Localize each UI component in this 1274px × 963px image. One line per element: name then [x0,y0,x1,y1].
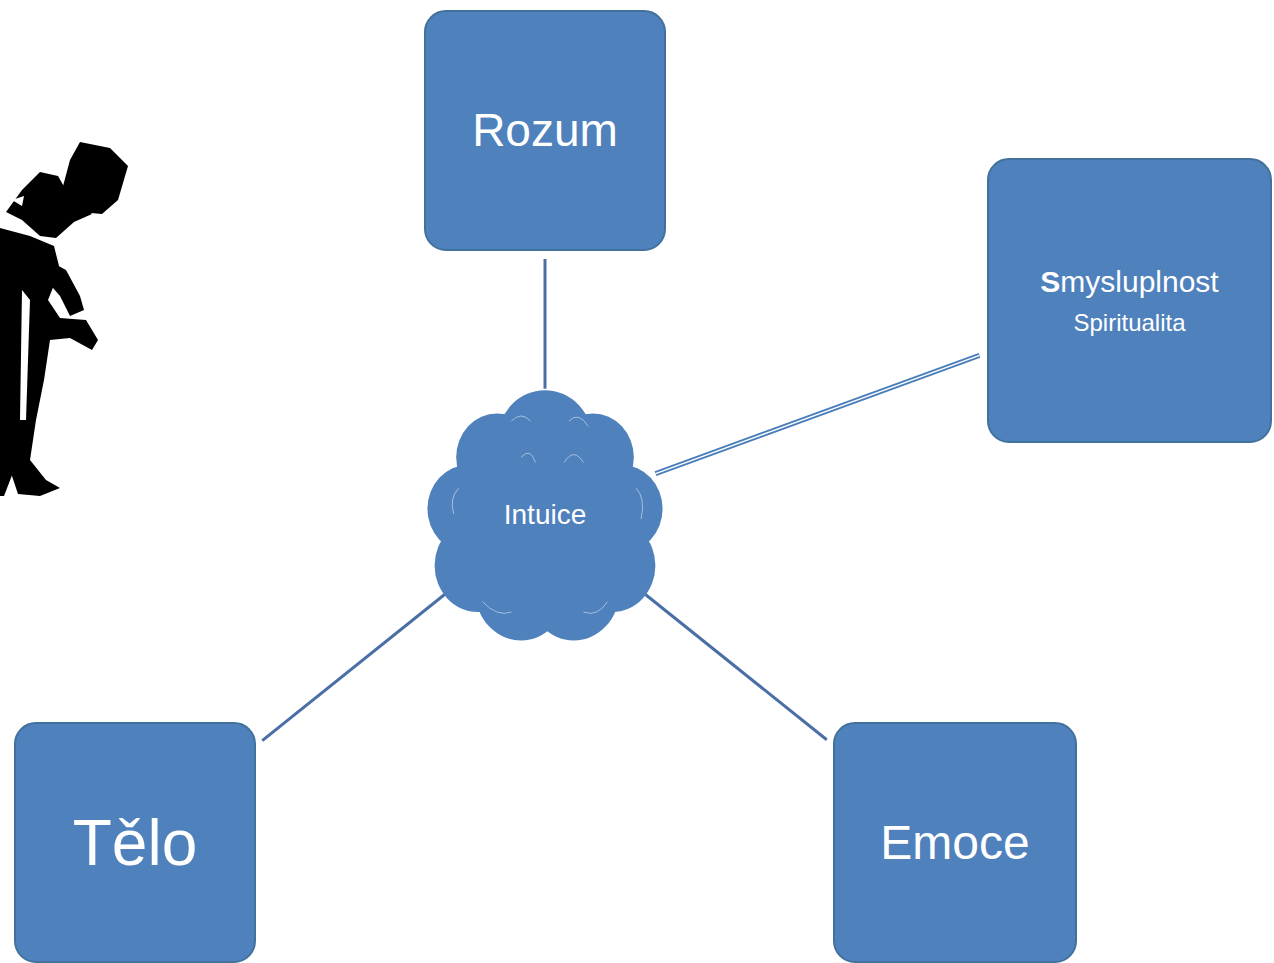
meaning-box: SmysluplnostSpiritualita [987,158,1272,443]
head [6,172,92,238]
connector [262,589,451,741]
node-label: Emoce [880,813,1029,873]
cloud-lobe [468,431,622,596]
cloud-seam [564,455,583,463]
node-label: Rozum [472,102,618,160]
node-label: Smysluplnost [1040,263,1218,301]
cloud-seam [511,416,530,421]
intuition-cloud: Intuice [425,385,665,643]
eye [12,196,24,206]
body-box: Tělo [14,722,256,963]
connector-line [262,589,451,741]
cloud-seam [569,417,588,426]
connector-line [639,589,827,740]
connector [656,355,980,473]
coat-gap [20,290,30,420]
arm [40,256,84,316]
leg [0,380,16,496]
body [0,228,98,496]
node-label: Tělo [73,803,198,883]
cloud-seam [521,453,535,462]
node-sublabel: Spiritualita [1073,308,1185,338]
connector [639,589,827,740]
cloud-seam [483,602,512,614]
connector-outer [656,355,980,473]
cloud-seam [452,488,458,514]
connector [545,259,546,389]
connector-inner [656,355,980,473]
silhouette-highlights [12,196,30,420]
mind-box: Rozum [424,10,666,251]
node-label: Intuice [504,497,587,532]
silhouette [0,142,128,496]
connector-line [544,259,547,389]
emotion-box: Emoce [833,722,1077,963]
cloud-seam [636,488,642,519]
cloud-seam [583,602,607,614]
